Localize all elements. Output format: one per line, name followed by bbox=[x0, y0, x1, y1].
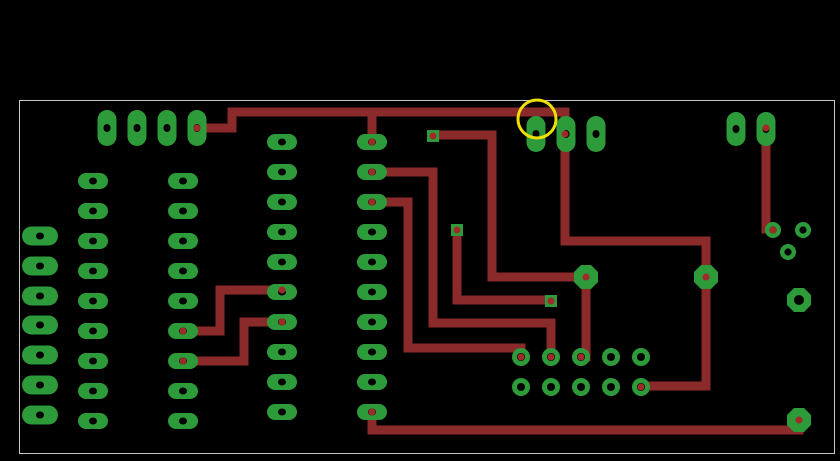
ic2-left-pad-10-hole bbox=[278, 408, 286, 416]
grid-top-pad-5-hole bbox=[636, 352, 646, 362]
ic1-right-pad-9-hole bbox=[179, 417, 187, 425]
connection-dot-1 bbox=[193, 124, 201, 132]
ic1-left-pad-5-hole bbox=[89, 297, 97, 305]
pads-layer bbox=[22, 110, 811, 432]
connector-pad-6-hole bbox=[36, 381, 44, 389]
connection-dot-2 bbox=[368, 138, 376, 146]
ic2-right-pad-9-hole bbox=[368, 378, 376, 386]
connector-pad-5-hole bbox=[36, 351, 44, 359]
grid-bottom-pad-1-hole bbox=[516, 382, 526, 392]
connection-dot-18 bbox=[278, 318, 286, 326]
header-b-pad-3-hole bbox=[592, 130, 600, 138]
ic1-left-pad-3-hole bbox=[89, 237, 97, 245]
ic1-right-pad-3-hole bbox=[179, 237, 187, 245]
header-a-pad-3-hole bbox=[163, 124, 171, 132]
ic1-right-pad-8-hole bbox=[179, 387, 187, 395]
header-a-pad-2-hole bbox=[133, 124, 141, 132]
board-outline bbox=[19, 100, 835, 454]
ic2-left-pad-5-hole bbox=[278, 258, 286, 266]
ic1-right-pad-4-hole bbox=[179, 267, 187, 275]
ic2-right-pad-8-hole bbox=[368, 348, 376, 356]
connection-dot-8 bbox=[547, 297, 555, 305]
ic1-left-pad-7-hole bbox=[89, 357, 97, 365]
connector-pad-1-hole bbox=[36, 232, 44, 240]
connector-pad-3-hole bbox=[36, 292, 44, 300]
grid-bottom-pad-2-hole bbox=[546, 382, 556, 392]
ic1-left-pad-1-hole bbox=[89, 177, 97, 185]
ic1-right-pad-1-hole bbox=[179, 177, 187, 185]
connection-dot-6 bbox=[429, 132, 437, 140]
ic1-right-pad-5-hole bbox=[179, 297, 187, 305]
header-a-pad-1-hole bbox=[103, 124, 111, 132]
connection-dot-11 bbox=[762, 124, 770, 132]
trace-6 bbox=[452, 225, 556, 305]
trace-11 bbox=[178, 317, 287, 366]
selection-highlight-ring bbox=[516, 98, 558, 140]
connection-dot-3 bbox=[368, 168, 376, 176]
trace-8 bbox=[560, 123, 711, 391]
header-b-pad-1-hole bbox=[532, 130, 540, 138]
connection-dot-15 bbox=[179, 327, 187, 335]
connection-dot-17 bbox=[278, 286, 286, 294]
connection-dot-12 bbox=[561, 130, 569, 138]
connector-pad-2-hole bbox=[36, 262, 44, 270]
grid-bottom-pad-4-hole bbox=[606, 382, 616, 392]
right-small-pad-3-hole bbox=[784, 248, 792, 256]
trace-1 bbox=[192, 107, 570, 133]
ic1-left-pad-9-hole bbox=[89, 417, 97, 425]
connection-dot-5 bbox=[368, 408, 376, 416]
ic1-right-pad-2-hole bbox=[179, 207, 187, 215]
connector-pad-4-hole bbox=[36, 321, 44, 329]
ic2-right-pad-4-hole bbox=[368, 228, 376, 236]
ic2-right-pad-6-hole bbox=[368, 288, 376, 296]
ic2-left-pad-8-hole bbox=[278, 348, 286, 356]
ic2-left-pad-2-hole bbox=[278, 168, 286, 176]
marks-layer bbox=[179, 98, 803, 424]
connection-dot-7 bbox=[453, 226, 461, 234]
ic2-right-pad-5-hole bbox=[368, 258, 376, 266]
grid-bottom-pad-3-hole bbox=[576, 382, 586, 392]
connection-dot-10 bbox=[702, 273, 710, 281]
grid-top-pad-4-hole bbox=[606, 352, 616, 362]
ic2-left-pad-1-hole bbox=[278, 138, 286, 146]
ic1-left-pad-2-hole bbox=[89, 207, 97, 215]
trace-3 bbox=[428, 130, 591, 282]
connection-dot-21 bbox=[577, 353, 585, 361]
connection-dot-22 bbox=[637, 383, 645, 391]
connection-dot-13 bbox=[769, 226, 777, 234]
connection-dot-20 bbox=[547, 353, 555, 361]
connection-dot-19 bbox=[517, 353, 525, 361]
ic1-left-pad-4-hole bbox=[89, 267, 97, 275]
connection-dot-4 bbox=[368, 198, 376, 206]
connection-dot-16 bbox=[179, 357, 187, 365]
connector-pad-7-hole bbox=[36, 411, 44, 419]
header-c-pad-1-hole bbox=[732, 125, 740, 133]
ic2-left-pad-3-hole bbox=[278, 198, 286, 206]
ic1-left-pad-8-hole bbox=[89, 387, 97, 395]
connection-dot-14 bbox=[795, 416, 803, 424]
connection-dot-9 bbox=[582, 273, 590, 281]
ic1-left-pad-6-hole bbox=[89, 327, 97, 335]
ic2-left-pad-4-hole bbox=[278, 228, 286, 236]
ic2-left-pad-9-hole bbox=[278, 378, 286, 386]
trace-4 bbox=[367, 167, 556, 362]
oct-pad-3-hole bbox=[794, 295, 804, 305]
right-small-pad-2-hole bbox=[799, 226, 807, 234]
trace-10 bbox=[178, 285, 287, 336]
ic2-right-pad-7-hole bbox=[368, 318, 376, 326]
